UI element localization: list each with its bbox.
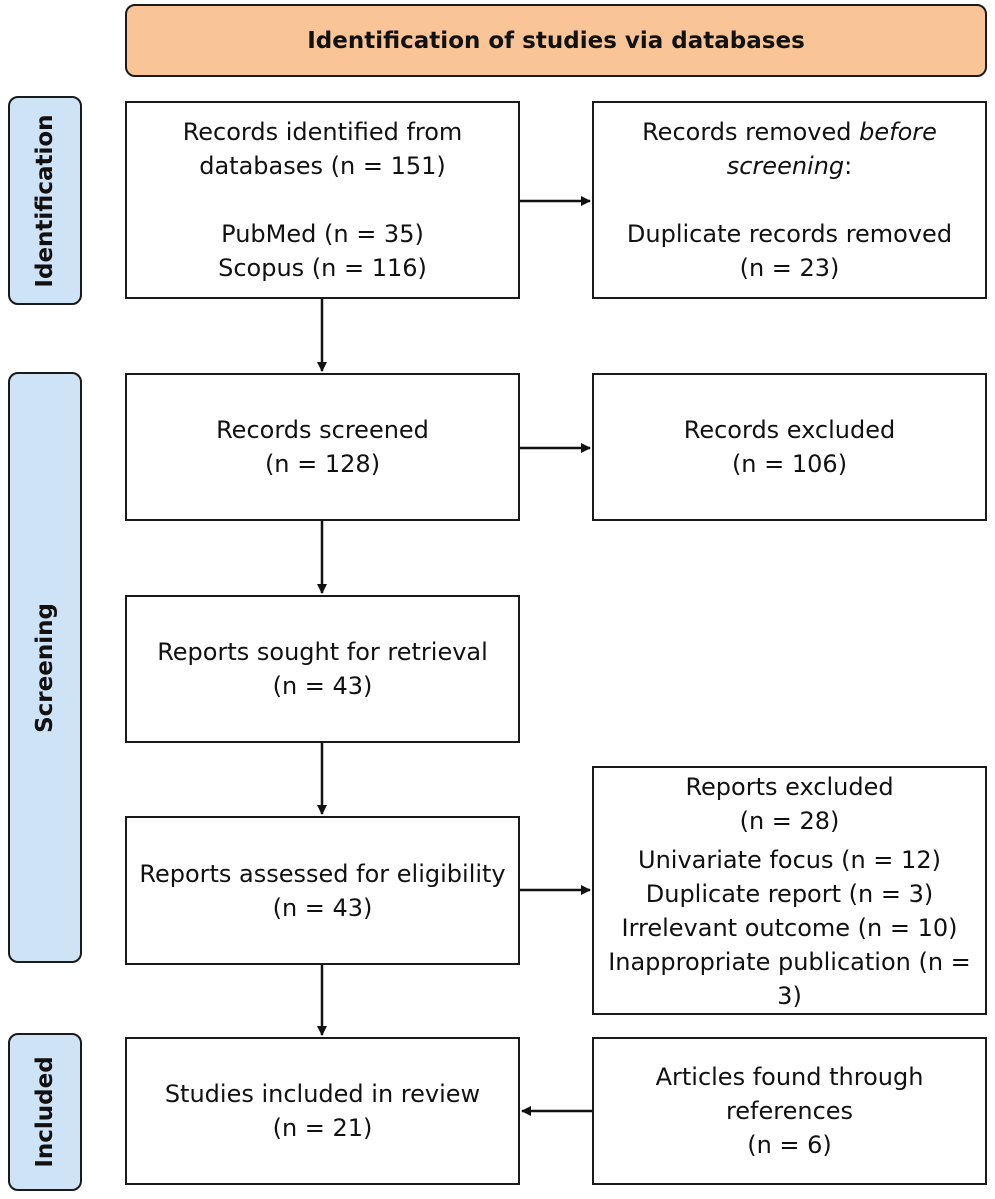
duplicates-count: (n = 23) [739,254,840,282]
records-excluded-count: (n = 106) [731,450,848,478]
references-line1: Articles found through [655,1063,924,1091]
records-screened-box: Records screened (n = 128) [125,373,520,521]
duplicates-label: Duplicate records removed [626,220,953,248]
records-screened-label: Records screened [216,416,429,444]
reports-assessed-box: Reports assessed for eligibility (n = 43… [125,816,520,965]
reports-sought-label: Reports sought for retrieval [157,638,488,666]
records-removed-line2: screening: [726,152,853,180]
reports-excluded-box: Reports excluded (n = 28) Univariate foc… [592,766,987,1015]
references-count: (n = 6) [747,1131,832,1159]
header-title: Identification of studies via databases [307,27,805,54]
exclusion-reason: Irrelevant outcome (n = 10) [621,914,958,942]
before-emphasis: before [859,118,937,146]
studies-included-box: Studies included in review (n = 21) [125,1037,520,1185]
reports-sought-count: (n = 43) [272,672,373,700]
records-removed-box: Records removed before screening: Duplic… [592,101,987,299]
phase-screening: Screening [8,372,82,963]
records-screened-count: (n = 128) [264,450,381,478]
reports-sought-box: Reports sought for retrieval (n = 43) [125,595,520,743]
records-excluded-box: Records excluded (n = 106) [592,373,987,521]
reports-excluded-count: (n = 28) [739,807,840,835]
phase-identification: Identification [8,96,82,305]
records-identified-line2: databases (n = 151) [199,152,446,180]
records-identified-box: Records identified from databases (n = 1… [125,101,520,299]
pubmed-count: PubMed (n = 35) [221,220,424,248]
studies-included-count: (n = 21) [272,1114,373,1142]
diagram-header: Identification of studies via databases [125,4,987,77]
records-excluded-label: Records excluded [683,416,896,444]
records-identified-line1: Records identified from [182,118,463,146]
scopus-count: Scopus (n = 116) [218,254,427,282]
references-box: Articles found through references (n = 6… [592,1037,987,1185]
reports-assessed-count: (n = 43) [272,893,373,922]
studies-included-label: Studies included in review [164,1080,481,1108]
reports-excluded-label: Reports excluded [685,773,894,801]
references-line2: references [725,1097,854,1125]
reports-assessed-label: Reports assessed for eligibility [139,859,506,888]
screening-emphasis: screening [726,152,845,180]
exclusion-reason: Duplicate report (n = 3) [645,880,934,908]
records-removed-line1: Records removed before [642,118,937,146]
phase-included: Included [8,1033,82,1191]
exclusion-reason: Univariate focus (n = 12) [638,846,941,874]
exclusion-reason: Inappropriate publication (n = 3) [608,948,971,1010]
